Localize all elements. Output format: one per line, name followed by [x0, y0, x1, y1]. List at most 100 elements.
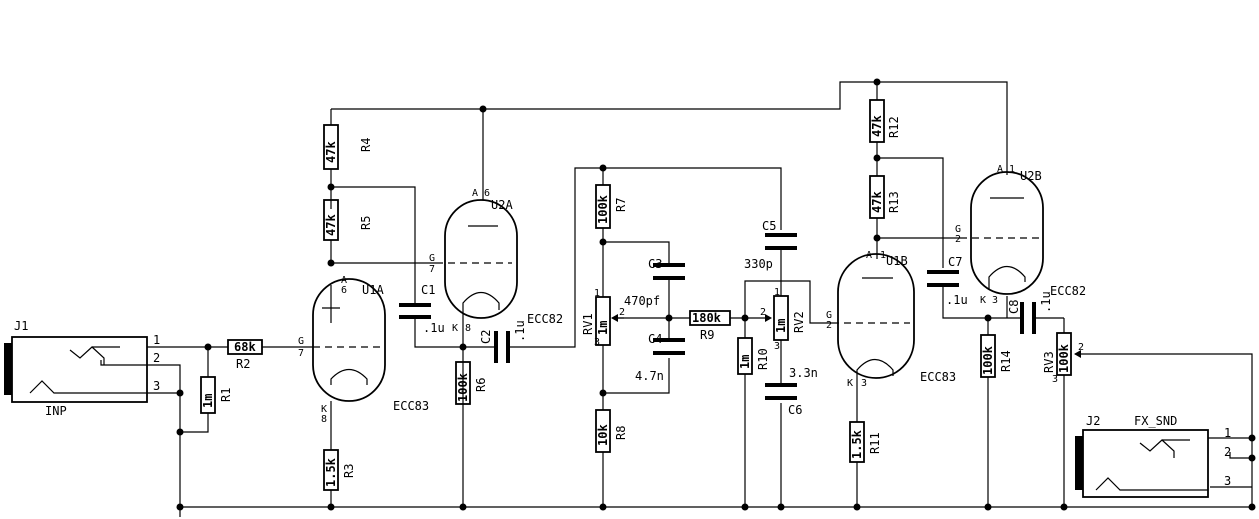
j2-name: FX_SND: [1134, 414, 1177, 428]
rv2-ref: RV2: [792, 311, 806, 333]
rv1-pin1: 1: [594, 288, 600, 299]
r12-ref: R12: [887, 116, 901, 138]
capacitor-c1: C1 .1u: [399, 283, 445, 335]
c2-value: .1u: [513, 320, 527, 342]
u1b-cathode-pin: 3: [861, 378, 867, 389]
resistor-r2: 68k R2: [227, 339, 263, 371]
r1-ref: R1: [219, 388, 233, 402]
r4-ref: R4: [359, 138, 373, 152]
r7-ref: R7: [614, 198, 628, 212]
r8-ref: R8: [614, 426, 628, 440]
resistor-r12: 47k R12: [869, 99, 901, 143]
tube-u1a: A 6 G 7 K 8 U1A ECC83: [298, 275, 429, 425]
u2b-cathode-pin: 3: [992, 295, 998, 306]
j2-pin3: 3: [1224, 474, 1231, 488]
r14-value: 100k: [981, 345, 995, 375]
c8-ref: C8: [1007, 300, 1021, 314]
resistor-r4: 47k R4: [323, 124, 373, 170]
u1a-grid-label: G: [298, 336, 304, 347]
u2a-ref: U2A: [491, 198, 513, 212]
r3-ref: R3: [342, 464, 356, 478]
resistor-r1: 1m R1: [200, 376, 233, 414]
rv2-value: 1m: [774, 319, 788, 333]
j2-pin2: 2: [1224, 445, 1231, 459]
u2a-anode-pin: 6: [484, 188, 490, 199]
u1b-cathode-label: K: [847, 378, 853, 389]
rv1-pin3: 3: [594, 337, 600, 348]
resistor-r10: 1m R10: [737, 337, 770, 375]
capacitor-c7: C7 .1u: [927, 255, 968, 307]
j1-name: INP: [45, 404, 67, 418]
rv1-ref: RV1: [581, 313, 595, 335]
c8-value: .1u: [1039, 291, 1053, 313]
r10-ref: R10: [756, 348, 770, 370]
resistor-r11: 1.5k R11: [849, 421, 882, 463]
rv3-ref: RV3: [1042, 351, 1056, 373]
u1b-grid-pin: 2: [826, 320, 832, 331]
u2b-anode-label: A: [997, 164, 1003, 175]
c1-ref: C1: [421, 283, 435, 297]
resistor-r5: 47k R5: [323, 199, 373, 241]
u1a-cathode-pin: 8: [321, 414, 327, 425]
capacitor-c3: C3 470pf: [624, 257, 685, 308]
rv3-value: 100k: [1057, 343, 1071, 373]
r6-ref: R6: [474, 378, 488, 392]
j1-pin2: 2: [153, 351, 160, 365]
u2a-grid-pin: 7: [429, 264, 435, 275]
capacitor-c4: C4 4.7n: [635, 332, 685, 383]
c7-value: .1u: [946, 293, 968, 307]
junction-dots: [176, 78, 1256, 511]
resistor-r3: 1.5k R3: [323, 449, 356, 491]
u1b-ref: U1B: [886, 254, 908, 268]
c5-ref: C5: [762, 219, 776, 233]
u1a-ref: U1A: [362, 283, 384, 297]
u2b-anode-pin: 1: [1009, 164, 1015, 175]
c3-value: 470pf: [624, 294, 660, 308]
r4-value: 47k: [324, 141, 338, 163]
c6-ref: C6: [788, 403, 802, 417]
u1b-anode-label: A: [866, 250, 872, 261]
r6-value: 100k: [456, 372, 470, 402]
j1-pin1: 1: [153, 333, 160, 347]
u1a-anode-pin: 6: [341, 285, 347, 296]
c1-value: .1u: [423, 321, 445, 335]
resistor-r7: 100k R7: [595, 184, 628, 229]
u2a-cathode-label: K: [452, 323, 458, 334]
pot-rv1: 1m RV1 1 2 3: [581, 288, 625, 348]
capacitor-c2: C2 .1u: [479, 320, 527, 363]
r2-value: 68k: [234, 340, 256, 354]
connector-j2: J2 FX_SND 1 2 3: [1075, 414, 1231, 498]
c7-ref: C7: [948, 255, 962, 269]
u2b-grid-pin: 2: [955, 234, 961, 245]
resistor-r9: 180k R9: [689, 310, 731, 342]
r10-value: 1m: [738, 355, 752, 369]
u2b-grid-label: G: [955, 224, 961, 235]
r5-ref: R5: [359, 216, 373, 230]
j2-ref: J2: [1086, 414, 1100, 428]
u1a-anode-label: A: [341, 275, 347, 286]
resistor-r6: 100k R6: [455, 361, 488, 405]
r7-value: 100k: [596, 194, 610, 224]
r11-value: 1.5k: [850, 429, 864, 459]
u1a-type: ECC83: [393, 399, 429, 413]
u2a-grid-label: G: [429, 253, 435, 264]
r13-ref: R13: [887, 191, 901, 213]
rv3-pin2: 2: [1078, 342, 1084, 353]
connector-j1: J1 INP 1 2 3: [4, 319, 160, 418]
r1-value: 1m: [201, 394, 215, 408]
u2b-ref: U2B: [1020, 169, 1042, 183]
c3-ref: C3: [648, 257, 662, 271]
c6-value: 3.3n: [789, 366, 818, 380]
r8-value: 10k: [596, 424, 610, 446]
pot-rv2: 1m RV2 1 2 3: [760, 287, 806, 352]
j1-pin3: 3: [153, 379, 160, 393]
rv2-pin1: 1: [774, 287, 780, 298]
tube-u1b: A 1 G 2 K 3 U1B ECC83: [826, 250, 956, 389]
r2-ref: R2: [236, 357, 250, 371]
j2-pin1: 1: [1224, 426, 1231, 440]
u1b-anode-pin: 1: [880, 250, 886, 261]
resistor-r14: 100k R14: [980, 334, 1013, 378]
r9-value: 180k: [692, 311, 722, 325]
r5-value: 47k: [324, 214, 338, 236]
